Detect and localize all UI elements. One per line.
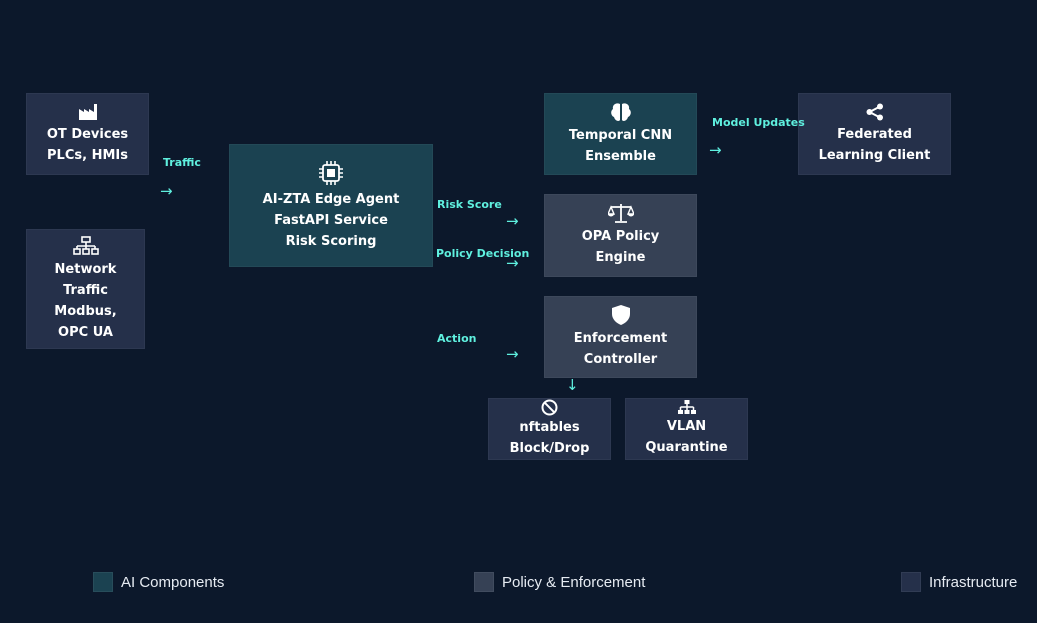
opa-engine-label: OPA Policy Engine: [581, 229, 660, 265]
edge-label-model-updates: Model Updates: [712, 116, 805, 129]
node-enforcement: Enforcement Controller: [544, 296, 697, 378]
legend-swatch-ai: [93, 572, 113, 592]
arrow-risk-score: →: [506, 212, 519, 230]
legend-swatch-policy: [474, 572, 494, 592]
arrow-action: →: [506, 345, 519, 363]
node-ot-devices: OT Devices PLCs, HMIs: [26, 93, 149, 175]
temporal-cnn-label: Temporal CNN Ensemble: [568, 127, 673, 164]
legend-label-ai: AI Components: [121, 573, 225, 591]
brain-icon: [610, 102, 631, 121]
network-icon: [72, 235, 99, 255]
node-edge-agent: AI-ZTA Edge Agent FastAPI Service Risk S…: [229, 144, 433, 267]
block-icon: [541, 399, 558, 416]
factory-icon: [78, 103, 97, 120]
federated-client-label: Federated Learning Client: [818, 126, 931, 163]
ot-devices-label: OT Devices PLCs, HMIs: [46, 126, 129, 163]
edge-label-traffic: Traffic: [163, 156, 201, 169]
edge-label-action: Action: [437, 332, 477, 345]
legend-policy: Policy & Enforcement: [474, 572, 645, 592]
edge-label-risk-score: Risk Score: [437, 198, 502, 211]
legend-infra: Infrastructure: [901, 572, 1017, 592]
legend-ai: AI Components: [93, 572, 224, 592]
legend-label-policy: Policy & Enforcement: [502, 573, 646, 591]
arrow-enforcement-down: ↓: [566, 376, 579, 394]
vlan-label: VLAN Quarantine: [645, 419, 728, 455]
edge-label-policy-decision: Policy Decision: [436, 247, 530, 260]
chip-icon: [319, 160, 343, 185]
share-icon: [866, 103, 883, 120]
arrow-policy-decision: →: [506, 254, 519, 272]
nftables-label: nftables Block/Drop: [509, 420, 590, 456]
edge-agent-label: AI-ZTA Edge Agent FastAPI Service Risk S…: [262, 191, 400, 249]
node-nftables: nftables Block/Drop: [488, 398, 611, 460]
node-temporal-cnn: Temporal CNN Ensemble: [544, 93, 697, 175]
network-traffic-label: Network Traffic Modbus, OPC UA: [54, 261, 117, 340]
legend-swatch-infra: [901, 572, 921, 592]
node-network-traffic: Network Traffic Modbus, OPC UA: [26, 229, 145, 349]
arrow-model-updates: →: [709, 141, 722, 159]
legend-label-infra: Infrastructure: [929, 573, 1018, 591]
node-vlan: VLAN Quarantine: [625, 398, 748, 460]
enforcement-label: Enforcement Controller: [573, 330, 668, 367]
arrow-traffic: →: [160, 182, 173, 200]
node-federated-client: Federated Learning Client: [798, 93, 951, 175]
hierarchy-icon: [677, 400, 696, 414]
shield-icon: [611, 304, 630, 325]
scale-icon: [607, 204, 634, 223]
node-opa-engine: OPA Policy Engine: [544, 194, 697, 277]
